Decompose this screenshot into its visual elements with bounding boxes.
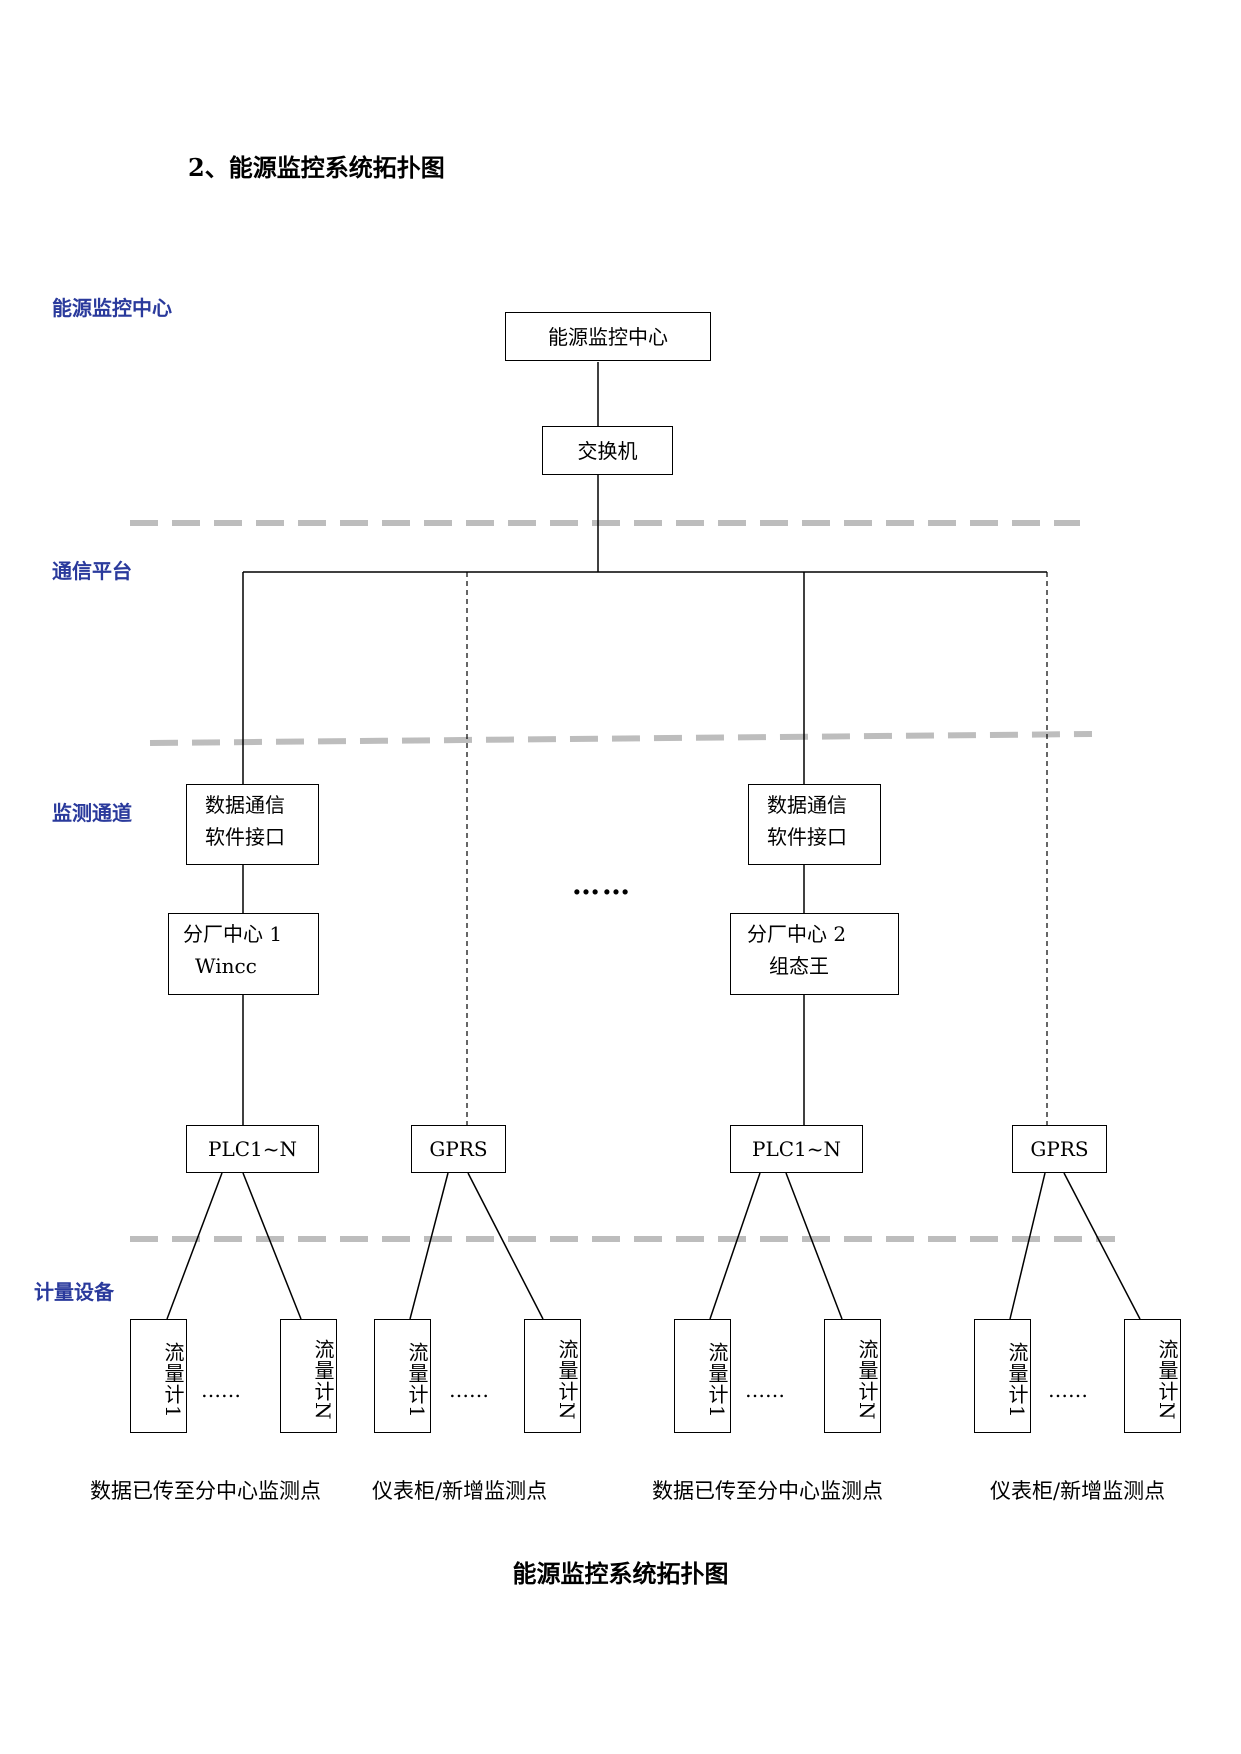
gprs-node-1: GPRS bbox=[411, 1125, 506, 1173]
branch-node-1-line1: 分厂中心 1 bbox=[183, 922, 283, 946]
meter-4-last-label: 流量计N bbox=[1155, 1339, 1179, 1421]
figure-title: 能源监控系统拓扑图 bbox=[512, 1559, 729, 1588]
meter-1-first: 流量计1 bbox=[130, 1319, 187, 1433]
document-heading: 2、能源监控系统拓扑图 bbox=[188, 153, 445, 182]
meter-2-first-label: 流量计1 bbox=[405, 1341, 429, 1419]
layer-label-comm: 通信平台 bbox=[52, 559, 132, 583]
caption-group-3: 数据已传至分中心监测点 bbox=[652, 1479, 883, 1503]
iface-node-2-line2: 软件接口 bbox=[767, 825, 847, 849]
meter-3-last: 流量计N bbox=[824, 1319, 881, 1433]
branch-node-2-line2: 组态王 bbox=[769, 954, 829, 978]
meter-3-ellipsis: …… bbox=[745, 1378, 785, 1402]
meter-1-last-label: 流量计N bbox=[311, 1339, 335, 1421]
divider-comm-monitor bbox=[149, 731, 1093, 746]
iface-node-1-line1: 数据通信 bbox=[205, 793, 285, 817]
branch-node-1: 分厂中心 1 Wincc bbox=[168, 913, 319, 995]
link-gprs2-meterN bbox=[1063, 1172, 1141, 1320]
link-gprs1-meterN bbox=[467, 1172, 544, 1320]
gprs-node-2: GPRS bbox=[1012, 1125, 1107, 1173]
gprs-node-2-label: GPRS bbox=[1030, 1137, 1089, 1161]
caption-group-4: 仪表柜/新增监测点 bbox=[990, 1479, 1166, 1503]
dashed-links bbox=[466, 572, 1048, 1125]
layer-dividers bbox=[130, 520, 1115, 1242]
caption-group-2: 仪表柜/新增监测点 bbox=[372, 1479, 548, 1503]
plc-node-1: PLC1~N bbox=[186, 1125, 319, 1173]
iface-node-2-line1: 数据通信 bbox=[767, 793, 847, 817]
meter-2-last: 流量计N bbox=[524, 1319, 581, 1433]
meter-1-first-label: 流量计1 bbox=[161, 1341, 185, 1419]
meter-2-ellipsis: …… bbox=[449, 1378, 489, 1402]
meter-3-first-label: 流量计1 bbox=[705, 1341, 729, 1419]
branch-node-2-line1: 分厂中心 2 bbox=[747, 922, 847, 946]
link-plc1-meterN bbox=[242, 1172, 302, 1320]
meter-4-first: 流量计1 bbox=[974, 1319, 1031, 1433]
link-gprs1-meter1 bbox=[409, 1172, 449, 1320]
iface-node-1: 数据通信 软件接口 bbox=[186, 784, 319, 865]
meter-4-last: 流量计N bbox=[1124, 1319, 1181, 1433]
layer-label-monitor: 监测通道 bbox=[52, 801, 132, 825]
link-gprs2-meter1 bbox=[1009, 1172, 1046, 1320]
more-branches-ellipsis: …… bbox=[572, 868, 632, 901]
caption-group-1: 数据已传至分中心监测点 bbox=[90, 1479, 321, 1503]
center-node-label: 能源监控中心 bbox=[548, 324, 668, 349]
meter-3-last-label: 流量计N bbox=[855, 1339, 879, 1421]
plc-node-1-label: PLC1~N bbox=[207, 1137, 298, 1161]
meter-2-first: 流量计1 bbox=[374, 1319, 431, 1433]
solid-links bbox=[166, 362, 1141, 1320]
gprs-node-1-label: GPRS bbox=[429, 1137, 488, 1161]
layer-label-center: 能源监控中心 bbox=[52, 296, 172, 320]
iface-node-2: 数据通信 软件接口 bbox=[748, 784, 881, 865]
meter-4-ellipsis: …… bbox=[1048, 1378, 1088, 1402]
iface-node-1-line2: 软件接口 bbox=[205, 825, 285, 849]
center-node: 能源监控中心 bbox=[505, 312, 711, 361]
meter-3-first: 流量计1 bbox=[674, 1319, 731, 1433]
meter-4-first-label: 流量计1 bbox=[1005, 1341, 1029, 1419]
plc-node-2-label: PLC1~N bbox=[751, 1137, 842, 1161]
switch-node: 交换机 bbox=[542, 426, 673, 475]
meter-1-last: 流量计N bbox=[280, 1319, 337, 1433]
branch-node-1-line2: Wincc bbox=[195, 954, 257, 978]
meter-1-ellipsis: …… bbox=[201, 1378, 241, 1402]
link-plc1-meter1 bbox=[166, 1172, 223, 1320]
switch-node-label: 交换机 bbox=[577, 438, 638, 463]
link-plc2-meter1 bbox=[709, 1172, 761, 1320]
plc-node-2: PLC1~N bbox=[730, 1125, 863, 1173]
meter-2-last-label: 流量计N bbox=[555, 1339, 579, 1421]
branch-node-2: 分厂中心 2 组态王 bbox=[730, 913, 899, 995]
layer-label-metering: 计量设备 bbox=[34, 1280, 114, 1304]
link-plc2-meterN bbox=[785, 1172, 843, 1320]
